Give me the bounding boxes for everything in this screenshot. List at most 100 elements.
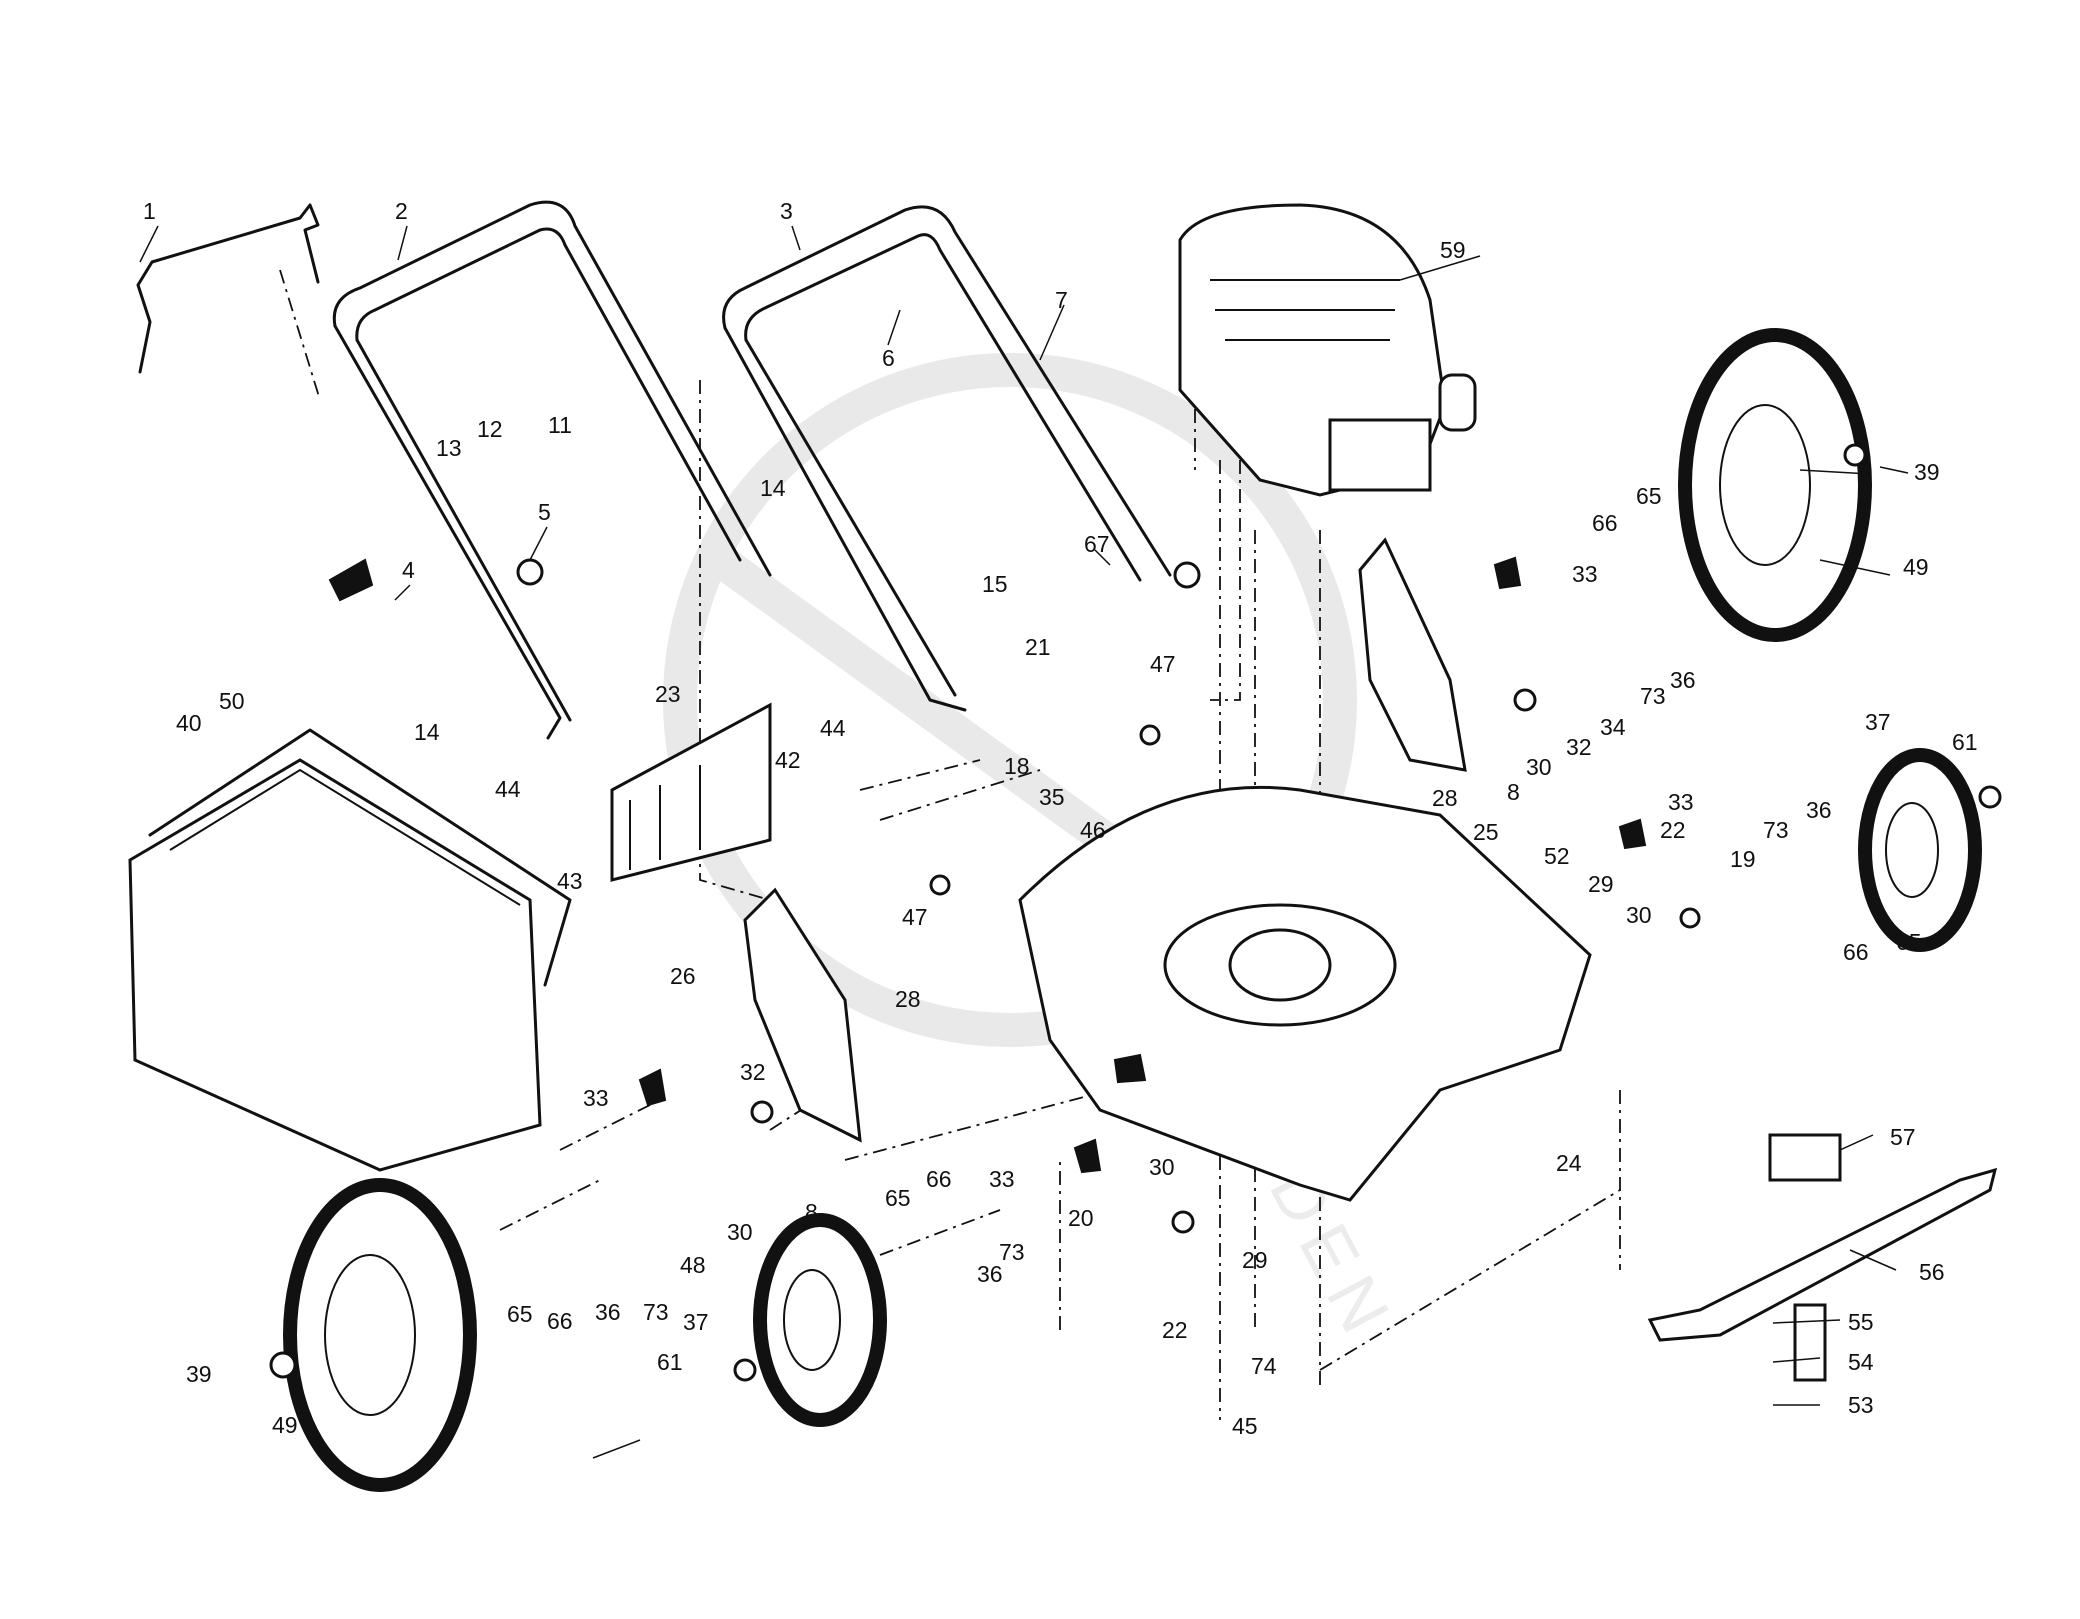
callout-44b: 44 bbox=[495, 776, 521, 802]
callout-36d: 36 bbox=[977, 1261, 1003, 1287]
callout-67: 67 bbox=[1084, 531, 1110, 557]
callout-73d: 73 bbox=[999, 1239, 1025, 1265]
callout-4: 4 bbox=[402, 557, 415, 583]
callout-33c: 33 bbox=[583, 1085, 609, 1111]
callout-61b: 61 bbox=[657, 1349, 683, 1375]
callout-43: 43 bbox=[557, 868, 583, 894]
callout-65b: 65 bbox=[1896, 929, 1922, 955]
control-bail-part bbox=[136, 203, 320, 374]
callout-66a: 66 bbox=[1592, 510, 1618, 536]
callout-13: 13 bbox=[436, 435, 462, 461]
callout-22b: 22 bbox=[1162, 1317, 1188, 1343]
callout-8a: 8 bbox=[1507, 779, 1520, 805]
upper-handle-part bbox=[332, 200, 772, 740]
callout-23: 23 bbox=[655, 681, 681, 707]
callout-21: 21 bbox=[1025, 634, 1051, 660]
callout-30b: 30 bbox=[1626, 902, 1652, 928]
callout-32b: 32 bbox=[740, 1059, 766, 1085]
height-adjuster-plate-right-part bbox=[1358, 537, 1467, 772]
callout-14a: 14 bbox=[760, 475, 786, 501]
callout-5: 5 bbox=[538, 499, 551, 525]
callout-30d: 30 bbox=[1149, 1154, 1175, 1180]
height-adjuster-plate-left-part bbox=[743, 887, 862, 1143]
rear-wheel-right-part bbox=[1678, 328, 1872, 642]
callout-14b: 14 bbox=[414, 719, 440, 745]
callout-36a: 36 bbox=[1670, 667, 1696, 693]
callout-24: 24 bbox=[1556, 1150, 1582, 1176]
callout-66c: 66 bbox=[547, 1308, 573, 1334]
callout-74: 74 bbox=[1251, 1353, 1277, 1379]
callout-19: 19 bbox=[1730, 846, 1756, 872]
callout-49b: 49 bbox=[272, 1412, 298, 1438]
lower-handle-part bbox=[722, 205, 1172, 712]
callout-73c: 73 bbox=[643, 1299, 669, 1325]
callout-73a: 73 bbox=[1640, 683, 1666, 709]
leader-lines bbox=[139, 225, 1909, 1459]
callout-54: 54 bbox=[1848, 1349, 1874, 1375]
callout-44a: 44 bbox=[820, 715, 846, 741]
callout-18: 18 bbox=[1004, 753, 1030, 779]
callout-29b: 29 bbox=[1242, 1247, 1268, 1273]
callout-61a: 61 bbox=[1952, 729, 1978, 755]
callout-57: 57 bbox=[1890, 1124, 1916, 1150]
callout-59: 59 bbox=[1440, 237, 1466, 263]
callout-66d: 66 bbox=[926, 1166, 952, 1192]
callout-73b: 73 bbox=[1763, 817, 1789, 843]
deck-part bbox=[1018, 785, 1592, 1202]
callout-45: 45 bbox=[1232, 1413, 1258, 1439]
callout-65c: 65 bbox=[507, 1301, 533, 1327]
callout-30c: 30 bbox=[727, 1219, 753, 1245]
callout-39b: 39 bbox=[186, 1361, 212, 1387]
callout-labels: 1 2 3 4 5 6 7 8 8 11 12 13 14 14 15 18 1… bbox=[143, 198, 1978, 1439]
callout-56: 56 bbox=[1919, 1259, 1945, 1285]
callout-12: 12 bbox=[477, 416, 503, 442]
callout-29a: 29 bbox=[1588, 871, 1614, 897]
callout-33d: 33 bbox=[989, 1166, 1015, 1192]
callout-28b: 28 bbox=[895, 986, 921, 1012]
callout-33b: 33 bbox=[1668, 789, 1694, 815]
callout-32a: 32 bbox=[1566, 734, 1592, 760]
callout-47a: 47 bbox=[1150, 651, 1176, 677]
callout-40: 40 bbox=[176, 710, 202, 736]
callout-49a: 49 bbox=[1903, 554, 1929, 580]
callout-2: 2 bbox=[395, 198, 408, 224]
callout-6: 6 bbox=[882, 345, 895, 371]
front-wheel-right-part bbox=[1858, 748, 1982, 952]
callout-46: 46 bbox=[1080, 817, 1106, 843]
callout-33a: 33 bbox=[1572, 561, 1598, 587]
callout-53: 53 bbox=[1848, 1392, 1874, 1418]
callout-34: 34 bbox=[1600, 714, 1626, 740]
callout-55: 55 bbox=[1848, 1309, 1874, 1335]
callout-8b: 8 bbox=[805, 1199, 818, 1225]
callout-65a: 65 bbox=[1636, 483, 1662, 509]
callout-36b: 36 bbox=[1806, 797, 1832, 823]
callout-36c: 36 bbox=[595, 1299, 621, 1325]
callout-37b: 37 bbox=[683, 1309, 709, 1335]
callout-20: 20 bbox=[1068, 1205, 1094, 1231]
grass-catcher-part bbox=[128, 728, 572, 1172]
small-hardware bbox=[269, 443, 2002, 1382]
callout-50: 50 bbox=[219, 688, 245, 714]
callout-48: 48 bbox=[680, 1252, 706, 1278]
rear-deflector-part bbox=[610, 702, 772, 882]
callout-42: 42 bbox=[775, 747, 801, 773]
callout-28a: 28 bbox=[1432, 785, 1458, 811]
callout-25: 25 bbox=[1473, 819, 1499, 845]
callout-26: 26 bbox=[670, 963, 696, 989]
callout-7: 7 bbox=[1055, 287, 1068, 313]
callout-37a: 37 bbox=[1865, 709, 1891, 735]
rear-wheel-left-part bbox=[283, 1178, 477, 1492]
callout-15: 15 bbox=[982, 571, 1008, 597]
callout-52: 52 bbox=[1544, 843, 1570, 869]
callout-35: 35 bbox=[1039, 784, 1065, 810]
callout-30a: 30 bbox=[1526, 754, 1552, 780]
blade-part bbox=[1647, 1133, 1998, 1382]
callout-47b: 47 bbox=[902, 904, 928, 930]
callout-39a: 39 bbox=[1914, 459, 1940, 485]
engine-part bbox=[1178, 203, 1477, 497]
callout-1: 1 bbox=[143, 198, 156, 224]
callout-11: 11 bbox=[548, 412, 572, 438]
callout-3: 3 bbox=[780, 198, 793, 224]
